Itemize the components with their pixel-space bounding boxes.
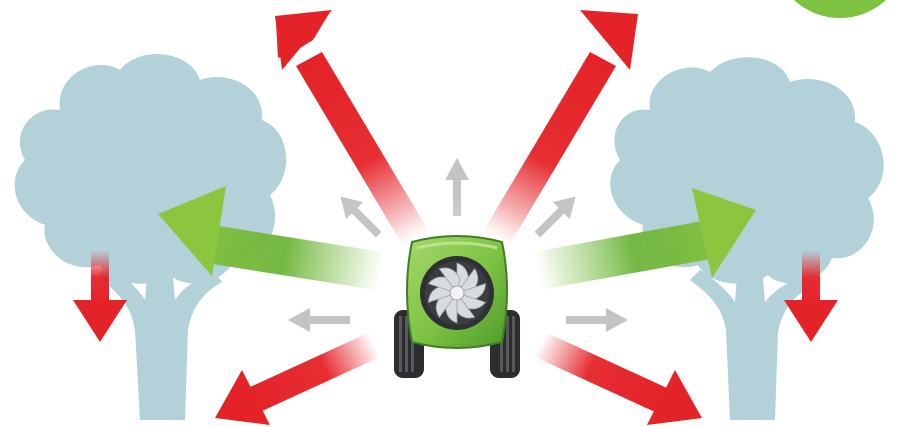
fan-icon bbox=[420, 256, 494, 330]
corner-badge bbox=[770, 0, 906, 20]
left-tree-trunk bbox=[98, 265, 222, 420]
red-arrow-down-right bbox=[533, 332, 702, 425]
right-tree-trunk bbox=[690, 265, 815, 420]
gray-arrow-left bbox=[288, 308, 350, 332]
red-arrow-down-left bbox=[215, 332, 382, 425]
gray-arrow-right bbox=[566, 308, 628, 332]
